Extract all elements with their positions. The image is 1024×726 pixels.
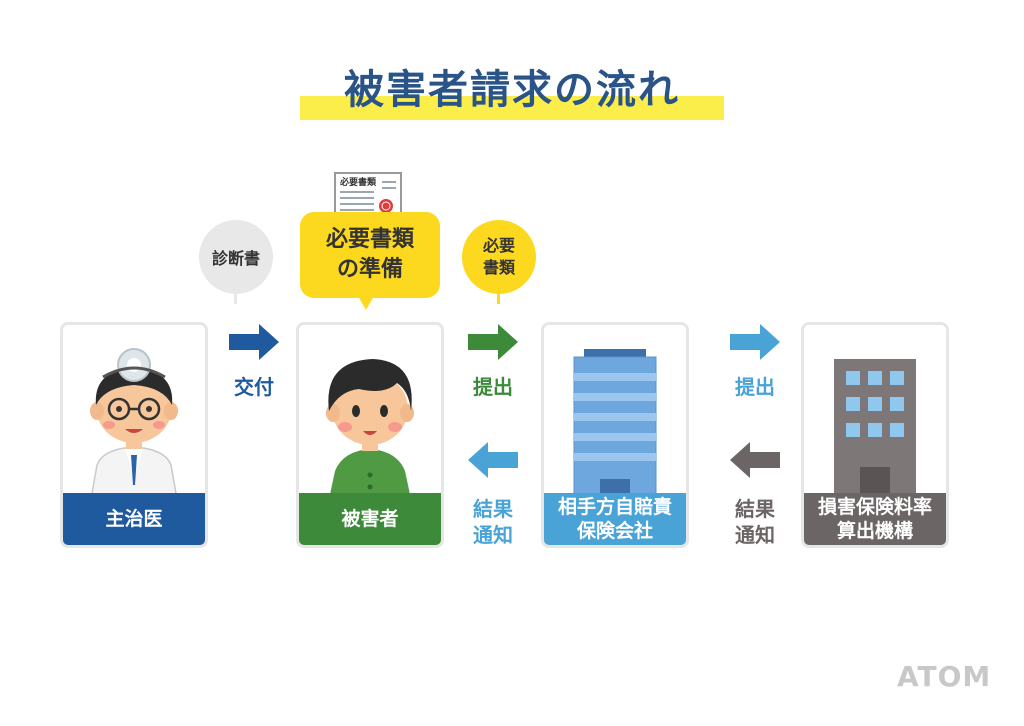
- card-agency: 損害保険料率 算出機構: [801, 322, 949, 548]
- diagnosis-bubble: 診断書: [199, 220, 273, 294]
- card-doctor-label: 主治医: [63, 493, 205, 545]
- arrow-result-2: [730, 442, 780, 478]
- arrow-deliver: [229, 324, 279, 360]
- card-victim-label: 被害者: [299, 493, 441, 545]
- card-victim: 被害者: [296, 322, 444, 548]
- caption-result-1: 結果 通知: [473, 497, 513, 547]
- required-docs-bubble-tail: [497, 292, 500, 304]
- caption-deliver: 交付: [234, 375, 274, 399]
- person-icon: [326, 359, 414, 499]
- caption-result-2: 結果 通知: [735, 497, 775, 547]
- arrow-result-1: [468, 442, 518, 478]
- building-icon: [834, 359, 916, 499]
- diagnosis-bubble-tail: [234, 292, 237, 304]
- card-insurer: 相手方自賠責 保険会社: [541, 322, 689, 548]
- document-icon: 必要書類: [334, 172, 402, 218]
- page-title: 被害者請求の流れ: [344, 67, 680, 113]
- title-block: 被害者請求の流れ: [300, 64, 724, 122]
- card-doctor: 主治医: [60, 322, 208, 548]
- arrow-submit-1: [468, 324, 518, 360]
- prepare-docs-bubble: 必要書類 の準備: [300, 212, 440, 298]
- arrow-submit-2: [730, 324, 780, 360]
- prepare-docs-bubble-tail: [358, 296, 374, 310]
- title-highlight: [300, 96, 724, 120]
- office-building-icon: [573, 349, 657, 499]
- caption-submit-1: 提出: [473, 375, 513, 399]
- card-insurer-label: 相手方自賠責 保険会社: [544, 493, 686, 545]
- card-agency-label: 損害保険料率 算出機構: [804, 493, 946, 545]
- required-docs-bubble: 必要 書類: [462, 220, 536, 294]
- atom-logo: ATOM: [897, 660, 992, 693]
- doctor-icon: [90, 348, 178, 499]
- document-heading: 必要書類: [339, 176, 377, 188]
- caption-submit-2: 提出: [735, 375, 775, 399]
